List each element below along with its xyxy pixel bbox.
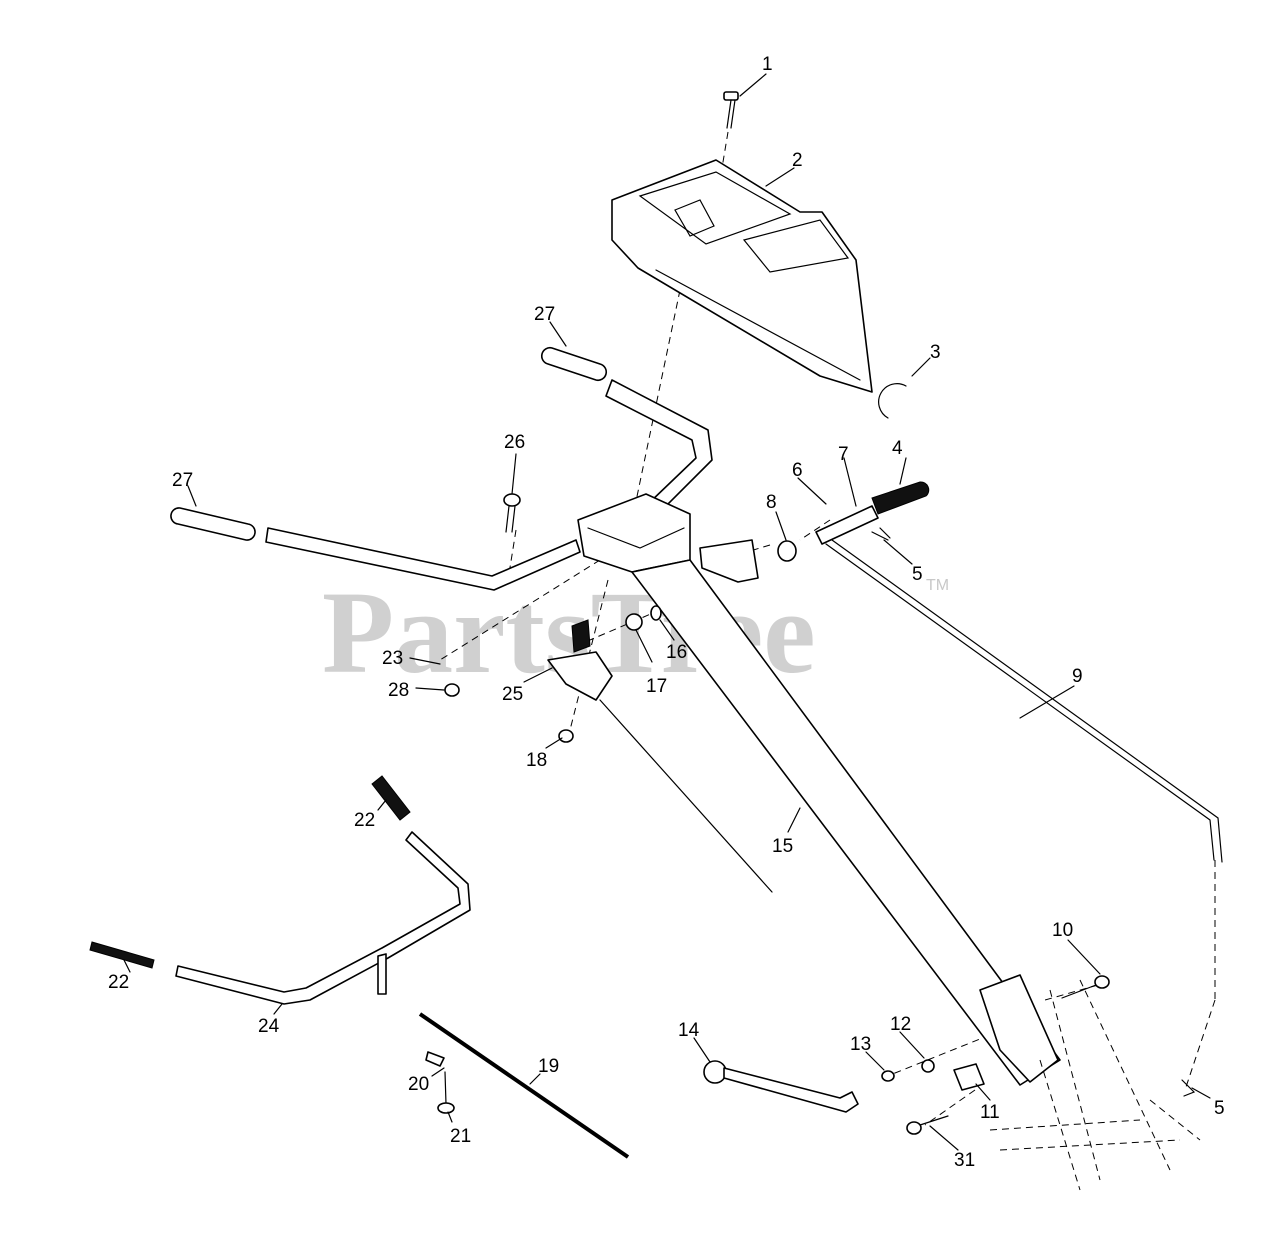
nut-part-18 — [558, 729, 574, 743]
callout-10: 10 — [1052, 920, 1073, 941]
nut-part-28 — [444, 683, 460, 697]
callout-27-upper: 27 — [534, 304, 555, 325]
callout-22-left: 22 — [108, 972, 129, 993]
callout-18: 18 — [526, 750, 547, 771]
grip-part-27-left — [170, 507, 256, 541]
clevis-plates — [979, 974, 1059, 1083]
bolt-part-21 — [437, 1071, 455, 1114]
callout-11: 11 — [980, 1102, 1000, 1123]
callout-21: 21 — [450, 1126, 471, 1147]
main-handle-tube-part-15 — [631, 559, 1061, 1086]
bolt-part-10 — [1061, 975, 1110, 999]
callout-13: 13 — [850, 1034, 871, 1055]
side-bracket — [699, 539, 759, 583]
callout-31: 31 — [954, 1150, 975, 1171]
callout-17: 17 — [646, 676, 667, 697]
callout-26: 26 — [504, 432, 525, 453]
callout-23: 23 — [382, 648, 403, 669]
handlebar-lower — [265, 527, 581, 591]
bolt-part-31 — [906, 1115, 949, 1135]
callout-14: 14 — [678, 1020, 700, 1041]
handlebar-upper — [605, 379, 713, 513]
callout-24: 24 — [258, 1016, 280, 1037]
callout-19: 19 — [538, 1056, 559, 1077]
callout-15: 15 — [772, 836, 793, 857]
nut-part-17 — [625, 613, 643, 631]
drive-bail-part-24 — [175, 831, 471, 1005]
callout-leaders — [123, 73, 1211, 1151]
clutch-lever-part-14 — [703, 1060, 859, 1113]
callout-1: 1 — [762, 54, 773, 75]
clip-part-5-lower — [1181, 1079, 1196, 1097]
grip-part-22-upper — [371, 775, 411, 821]
callout-4: 4 — [892, 438, 903, 459]
nut-part-12 — [921, 1059, 935, 1073]
shift-link-rod — [599, 699, 773, 893]
shift-rod-part-9 — [825, 539, 1223, 863]
spacer-part-11 — [953, 1063, 985, 1091]
shift-bracket-part-25 — [547, 619, 613, 701]
watermark-trademark: TM — [926, 577, 949, 594]
spacer-part-8 — [777, 540, 797, 562]
tiller-frame-reference — [989, 979, 1201, 1191]
callout-16: 16 — [666, 642, 687, 663]
carriage-bolt-part-26 — [503, 493, 521, 533]
screw-part-1 — [723, 91, 739, 129]
callout-9: 9 — [1072, 666, 1083, 687]
callout-labels: 1 2 3 4 5 6 7 8 9 10 11 12 13 14 15 16 1… — [108, 54, 1225, 1171]
callout-12: 12 — [890, 1014, 911, 1035]
callout-3: 3 — [930, 342, 941, 363]
callout-6: 6 — [792, 460, 803, 481]
callout-5-lower: 5 — [1214, 1098, 1225, 1119]
callout-5-upper: 5 — [912, 564, 923, 585]
grip-part-22-left — [89, 941, 155, 969]
callout-20: 20 — [408, 1074, 429, 1095]
shift-grip-part-4 — [871, 481, 930, 515]
grip-part-27-upper — [540, 346, 608, 382]
washer-part-13 — [881, 1070, 895, 1082]
callout-8: 8 — [766, 492, 777, 513]
washer-part-16 — [650, 605, 662, 621]
callout-22-upper: 22 — [354, 810, 375, 831]
cable-part-19 — [418, 1012, 630, 1159]
wing-nut-part-20 — [425, 1051, 445, 1067]
callout-28: 28 — [388, 680, 409, 701]
cotter-pin-part-5-upper — [871, 527, 891, 541]
callout-2: 2 — [792, 150, 803, 171]
console-cover-part-2 — [611, 159, 873, 393]
callout-7: 7 — [838, 444, 849, 465]
callout-25: 25 — [502, 684, 523, 705]
shaft-part-7 — [815, 505, 879, 545]
retaining-ring-part-3 — [878, 383, 907, 419]
callout-27-left: 27 — [172, 470, 193, 491]
